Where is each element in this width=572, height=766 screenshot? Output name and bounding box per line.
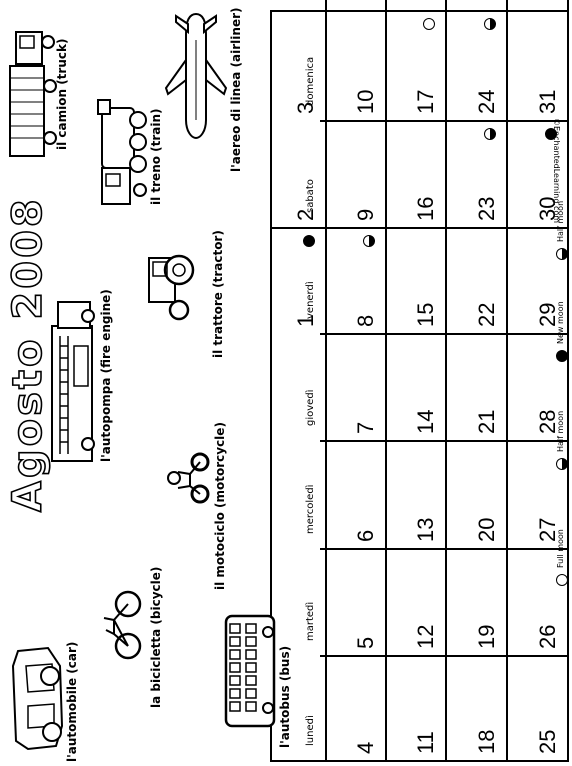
- train-icon: [97, 99, 147, 205]
- day-number: 10: [353, 89, 378, 114]
- day-number: 12: [413, 624, 438, 649]
- grid-line: [445, 0, 447, 762]
- day-name: domenica: [305, 56, 316, 106]
- day-name: mercoledì: [305, 484, 316, 534]
- day-number: 23: [474, 196, 499, 221]
- day-number: 19: [474, 624, 499, 649]
- grid-line: [270, 10, 568, 12]
- day-number: 14: [413, 409, 438, 434]
- full-moon-icon: [423, 18, 435, 30]
- legend-half-moon-1: Half moon: [556, 410, 565, 452]
- label-bicicletta: la bicicletta (bicycle): [149, 566, 163, 708]
- day-number: 9: [353, 208, 378, 221]
- half-moon-icon: [484, 18, 496, 30]
- day-number: 4: [353, 741, 378, 754]
- airliner-icon: [164, 12, 228, 140]
- label-automobile: l'automobile (car): [65, 641, 79, 762]
- grid-line: [320, 120, 568, 122]
- day-number: 15: [413, 302, 438, 327]
- day-number: 8: [353, 314, 378, 327]
- day-number: 3: [293, 101, 318, 114]
- new-moon-icon: [303, 235, 315, 247]
- day-number: 18: [474, 729, 499, 754]
- label-autopompa: l'autopompa (fire engine): [99, 289, 113, 462]
- day-number: 26: [535, 624, 560, 649]
- day-number: 25: [535, 729, 560, 754]
- day-number: 13: [413, 517, 438, 542]
- grid-line: [325, 0, 327, 762]
- label-aereo: l'aereo di linea (airliner): [229, 7, 243, 173]
- day-number: 16: [413, 196, 438, 221]
- day-name: venerdì: [305, 281, 316, 319]
- day-name: martedì: [305, 601, 316, 641]
- day-number: 2: [293, 208, 318, 221]
- day-number: 1: [293, 314, 318, 327]
- grid-line: [320, 440, 568, 442]
- grid-line: [320, 548, 568, 550]
- label-trattore: il trattore (tractor): [211, 230, 225, 358]
- page-title: Agosto 2008: [4, 195, 52, 512]
- day-number: 11: [413, 731, 438, 754]
- day-name: lunedì: [305, 715, 316, 746]
- grid-line: [385, 0, 387, 762]
- grid-line: [320, 655, 568, 657]
- day-number: 7: [353, 421, 378, 434]
- half-moon-icon: [556, 458, 568, 470]
- half-moon-icon: [363, 235, 375, 247]
- bicycle-icon: [103, 590, 142, 660]
- day-number: 6: [353, 529, 378, 542]
- legend-half-moon-2: Half moon: [556, 200, 565, 242]
- full-moon-icon: [556, 574, 568, 586]
- day-number: 22: [474, 302, 499, 327]
- half-moon-icon: [556, 248, 568, 260]
- legend-new-moon: New moon: [556, 301, 565, 344]
- label-motociclo: il motociclo (motorcycle): [213, 422, 227, 590]
- tractor-icon: [148, 254, 195, 321]
- day-number: 17: [413, 89, 438, 114]
- legend-full-moon: Full moon: [556, 529, 565, 568]
- label-autobus: l'autobus (bus): [278, 645, 292, 748]
- new-moon-icon: [545, 128, 557, 140]
- new-moon-icon: [556, 350, 568, 362]
- half-moon-icon: [484, 128, 496, 140]
- day-number: 20: [474, 517, 499, 542]
- day-number: 24: [474, 89, 499, 114]
- day-name: giovedì: [305, 389, 316, 426]
- bus-icon: [224, 614, 276, 728]
- grid-line: [270, 760, 568, 762]
- car-icon: [11, 646, 64, 751]
- grid-line: [320, 333, 568, 335]
- truck-icon: [9, 31, 57, 157]
- grid-line: [270, 227, 568, 229]
- day-number: 31: [535, 89, 560, 114]
- grid-line: [567, 0, 569, 762]
- grid-line: [506, 0, 508, 762]
- grid-line: [270, 10, 272, 762]
- motorcycle-icon: [167, 452, 210, 504]
- fire-engine-icon: [51, 301, 95, 462]
- label-treno: il treno (train): [149, 108, 163, 205]
- day-number: 21: [474, 409, 499, 434]
- day-number: 5: [353, 636, 378, 649]
